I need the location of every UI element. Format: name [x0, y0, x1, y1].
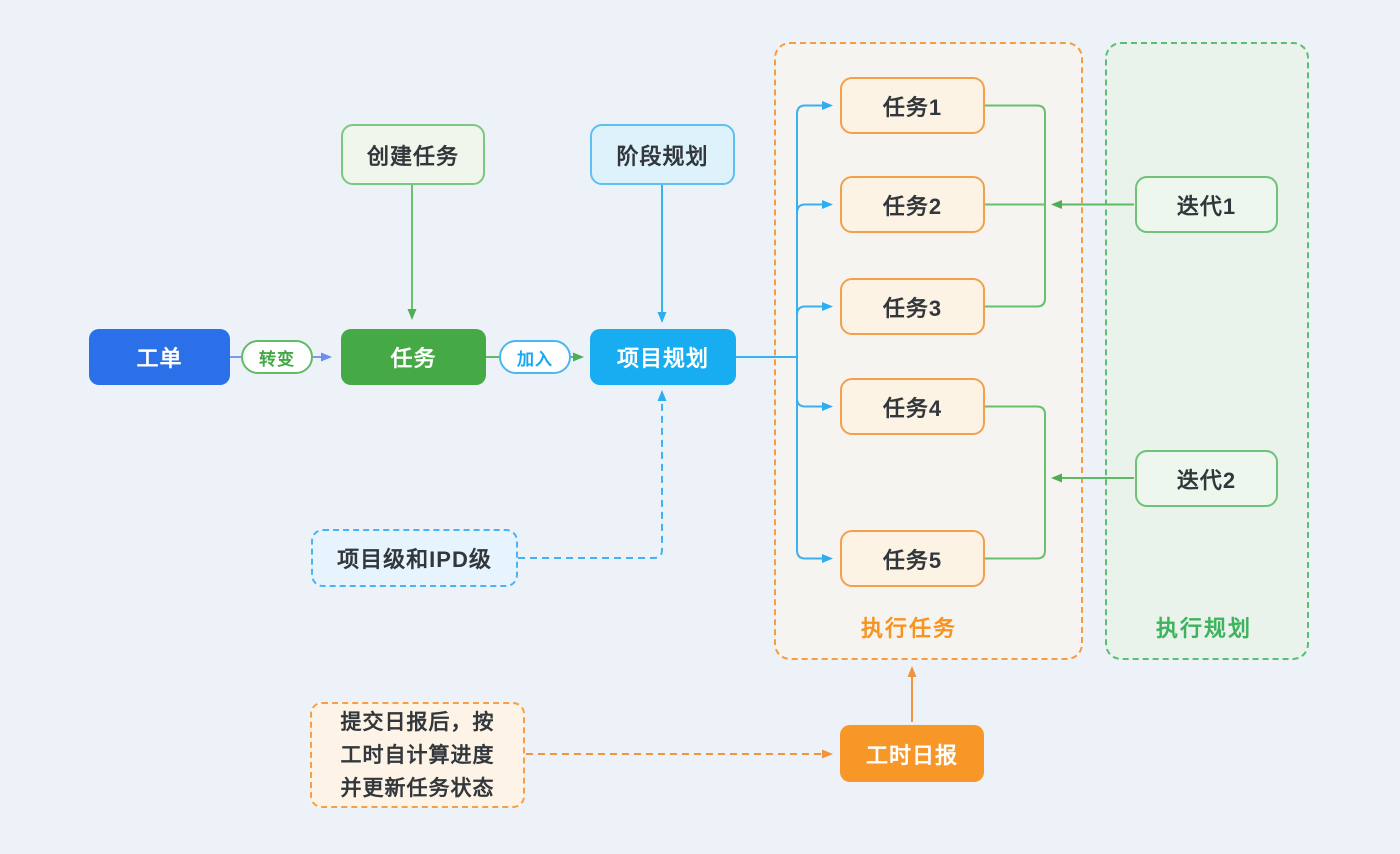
edge-level-to-projectplan: [518, 390, 667, 559]
node-subtask-3: 任务3: [840, 278, 985, 335]
report-note-line-3: 并更新任务状态: [340, 776, 495, 800]
node-task-label: 任务: [390, 346, 437, 371]
node-project-plan-label: 项目规划: [616, 346, 709, 371]
node-subtask-4-label: 任务4: [882, 395, 943, 421]
node-subtask-4: 任务4: [840, 378, 985, 435]
node-stage-plan-label: 阶段规划: [616, 143, 709, 169]
node-iteration-2: 迭代2: [1135, 450, 1278, 507]
node-subtask-1-label: 任务1: [882, 94, 943, 120]
pill-transform-label: 转变: [259, 349, 295, 369]
report-note-line-1: 提交日报后，按: [340, 710, 495, 734]
edge-projectplan-to-task1: [796, 101, 833, 115]
edge-task1-task3-loop: [985, 104, 1046, 308]
edge-projectplan-to-task5: [796, 549, 833, 563]
edge-projectplan-to-task3: [796, 302, 833, 316]
node-stage-plan: 阶段规划: [590, 124, 735, 185]
pill-transform: 转变: [241, 340, 313, 374]
edge-projectplan-to-task2: [796, 200, 833, 214]
edge-projectplan-to-task4: [796, 397, 833, 411]
node-report-note: 提交日报后，按 工时自计算进度 并更新任务状态: [310, 702, 525, 808]
node-subtask-2: 任务2: [840, 176, 985, 233]
node-timesheet-label: 工时日报: [865, 742, 958, 768]
node-subtask-3-label: 任务3: [882, 295, 943, 321]
caption-exec-plan-label: 执行规划: [1156, 616, 1253, 641]
node-subtask-2-label: 任务2: [882, 193, 943, 219]
node-project-plan: 项目规划: [590, 329, 736, 385]
node-iteration-2-label: 迭代2: [1176, 467, 1237, 493]
caption-exec-tasks-label: 执行任务: [861, 616, 958, 641]
node-subtask-5-label: 任务5: [882, 547, 943, 573]
node-workorder: 工单: [89, 329, 230, 385]
report-note-line-2: 工时自计算进度: [340, 743, 495, 767]
node-create-task: 创建任务: [341, 124, 485, 185]
node-subtask-5: 任务5: [840, 530, 985, 587]
pill-join: 加入: [499, 340, 571, 374]
node-iteration-1-label: 迭代1: [1176, 193, 1237, 219]
node-task: 任务: [341, 329, 486, 385]
node-level-note: 项目级和IPD级: [311, 529, 518, 587]
node-subtask-1: 任务1: [840, 77, 985, 134]
caption-exec-tasks: 执行任务: [861, 611, 957, 643]
node-create-task-label: 创建任务: [366, 143, 459, 169]
caption-exec-plan: 执行规划: [1156, 611, 1252, 643]
edge-task4-task5-loop: [985, 405, 1046, 560]
node-timesheet: 工时日报: [840, 725, 984, 782]
node-iteration-1: 迭代1: [1135, 176, 1278, 233]
node-workorder-label: 工单: [136, 346, 183, 371]
node-level-note-label: 项目级和IPD级: [337, 547, 492, 572]
pill-join-label: 加入: [517, 349, 553, 369]
exec-plan-container: [1105, 42, 1309, 660]
